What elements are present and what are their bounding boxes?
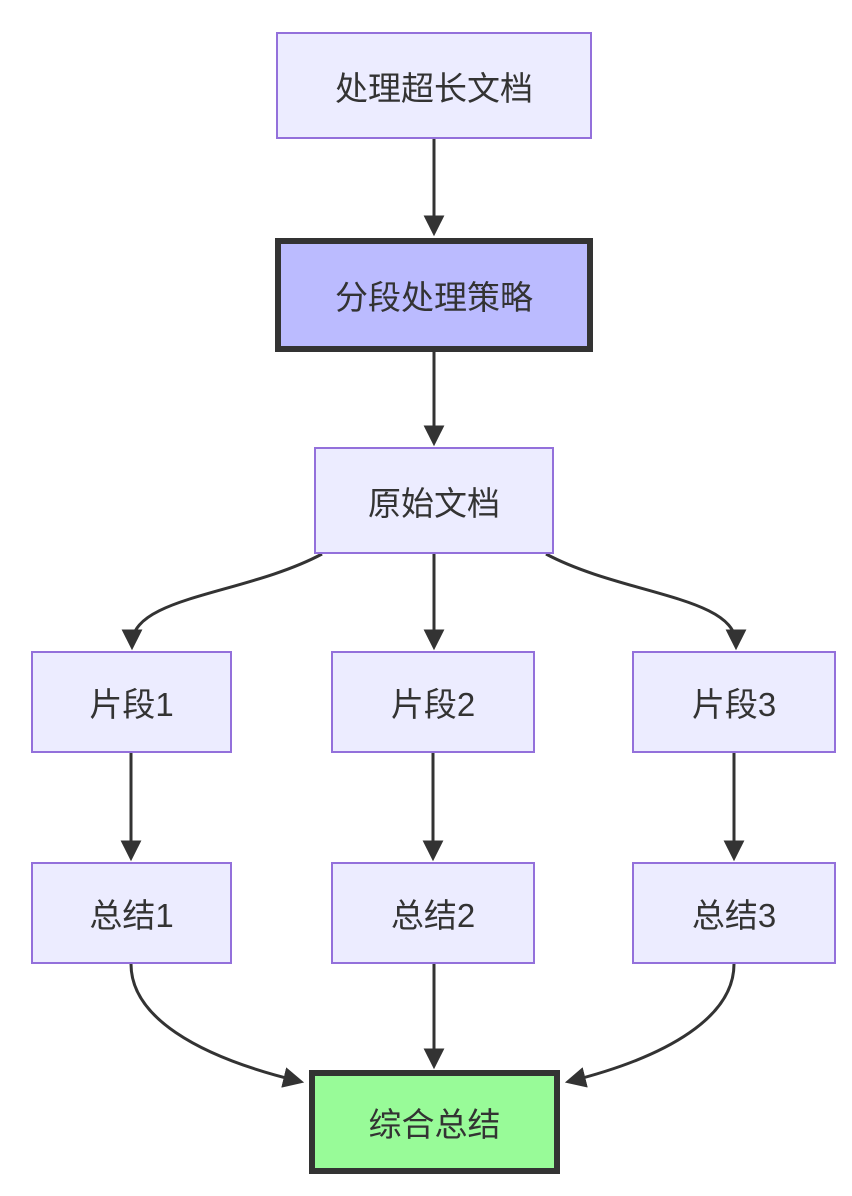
node-segment-3: 片段3 <box>632 651 836 753</box>
node-process-long-document: 处理超长文档 <box>276 32 592 139</box>
node-segmentation-strategy: 分段处理策略 <box>275 238 593 352</box>
node-label: 处理超长文档 <box>335 69 533 107</box>
node-label: 片段2 <box>390 686 476 723</box>
node-label: 总结1 <box>89 897 174 934</box>
node-label: 综合总结 <box>368 1106 501 1143</box>
node-source-document: 原始文档 <box>314 447 554 554</box>
edge-c-d1 <box>121 552 323 651</box>
edge-c-d3 <box>545 552 747 651</box>
edge-e3-g <box>564 963 736 1088</box>
node-segment-2: 片段2 <box>331 651 535 753</box>
node-summary-1: 总结1 <box>31 862 232 964</box>
node-label: 片段3 <box>691 686 777 723</box>
node-summary-2: 总结2 <box>331 862 535 964</box>
node-segment-1: 片段1 <box>31 651 232 753</box>
node-label: 原始文档 <box>368 484 500 522</box>
edge-e1-g <box>129 963 305 1088</box>
node-label: 分段处理策略 <box>335 279 533 316</box>
node-final-summary: 综合总结 <box>309 1070 560 1174</box>
node-label: 片段1 <box>89 686 174 723</box>
node-label: 总结2 <box>390 897 476 934</box>
node-label: 总结3 <box>691 897 777 934</box>
node-summary-3: 总结3 <box>632 862 836 964</box>
